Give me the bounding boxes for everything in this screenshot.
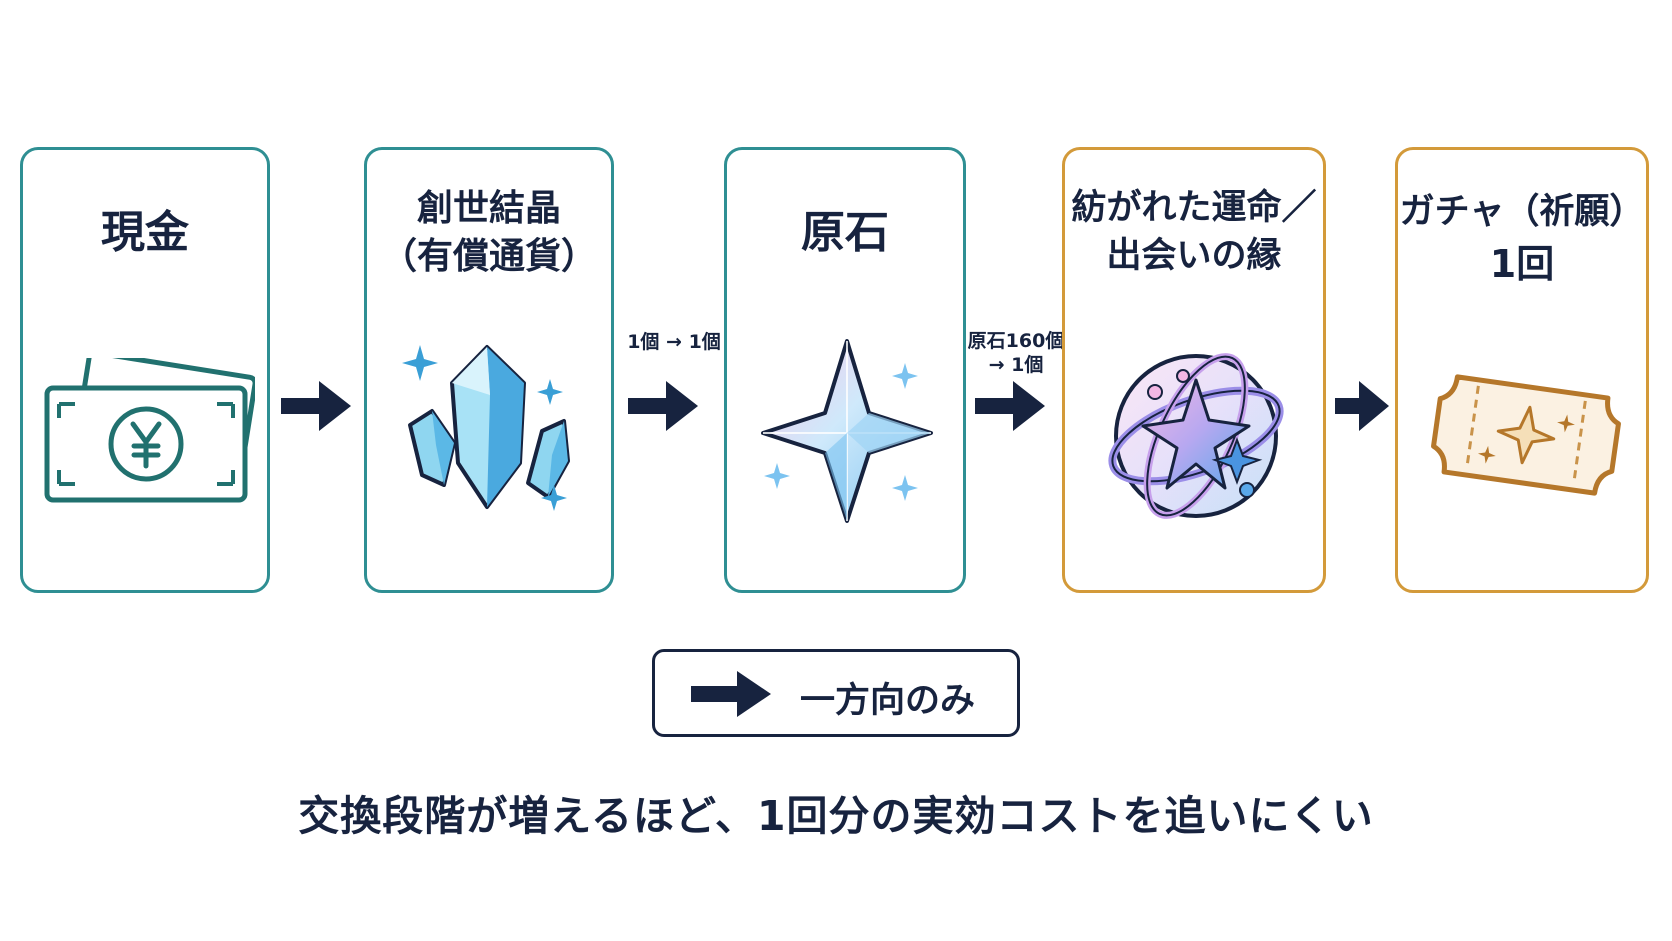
stage-title-gacha-count: 1回 <box>1489 242 1555 286</box>
stage-title-genesis-crystal: 創世結晶 <box>416 188 561 229</box>
stage-card-fate: 紡がれた運命／ 出会いの縁 <box>1062 147 1326 593</box>
flow-arrow-3 <box>975 381 1045 431</box>
rate-primogem-to-fate-line2: → 1個 <box>988 354 1044 376</box>
stage-title-gacha: ガチャ（祈願） <box>1399 192 1645 232</box>
crystal-cluster-icon <box>402 345 570 511</box>
legend-label: 一方向のみ <box>800 681 976 721</box>
stage-title-primogem: 原石 <box>801 207 889 258</box>
stage-card-genesis-crystal: 創世結晶 （有償通貨） <box>364 147 614 593</box>
stage-title-fate-sub: 出会いの縁 <box>1106 236 1282 276</box>
stage-card-cash: 現金 <box>20 147 270 593</box>
bottom-caption: 交換段階が増えるほど、1回分の実効コストを追いにくい <box>298 792 1374 840</box>
legend-box: 一方向のみ <box>652 649 1020 737</box>
wish-ticket-icon <box>1431 374 1621 496</box>
stage-title-cash: 現金 <box>101 207 189 258</box>
stage-card-gacha: ガチャ（祈願） 1回 <box>1395 147 1649 593</box>
rate-crystal-to-primogem: 1個 → 1個 <box>627 331 721 353</box>
rate-primogem-to-fate-line1: 原石160個 <box>967 330 1065 352</box>
stage-title-genesis-crystal-sub: （有償通貨） <box>380 236 597 277</box>
flow-arrow-4 <box>1335 381 1389 431</box>
stage-card-primogem: 原石 <box>724 147 966 593</box>
flow-arrow-1 <box>281 381 351 431</box>
primogem-star-icon <box>761 339 933 523</box>
fate-orb-icon <box>1108 353 1284 519</box>
stage-title-fate: 紡がれた運命／ <box>1071 188 1317 228</box>
yen-banknote-icon <box>44 358 255 503</box>
right-arrow-icon <box>691 671 771 717</box>
flow-arrow-2 <box>628 381 698 431</box>
